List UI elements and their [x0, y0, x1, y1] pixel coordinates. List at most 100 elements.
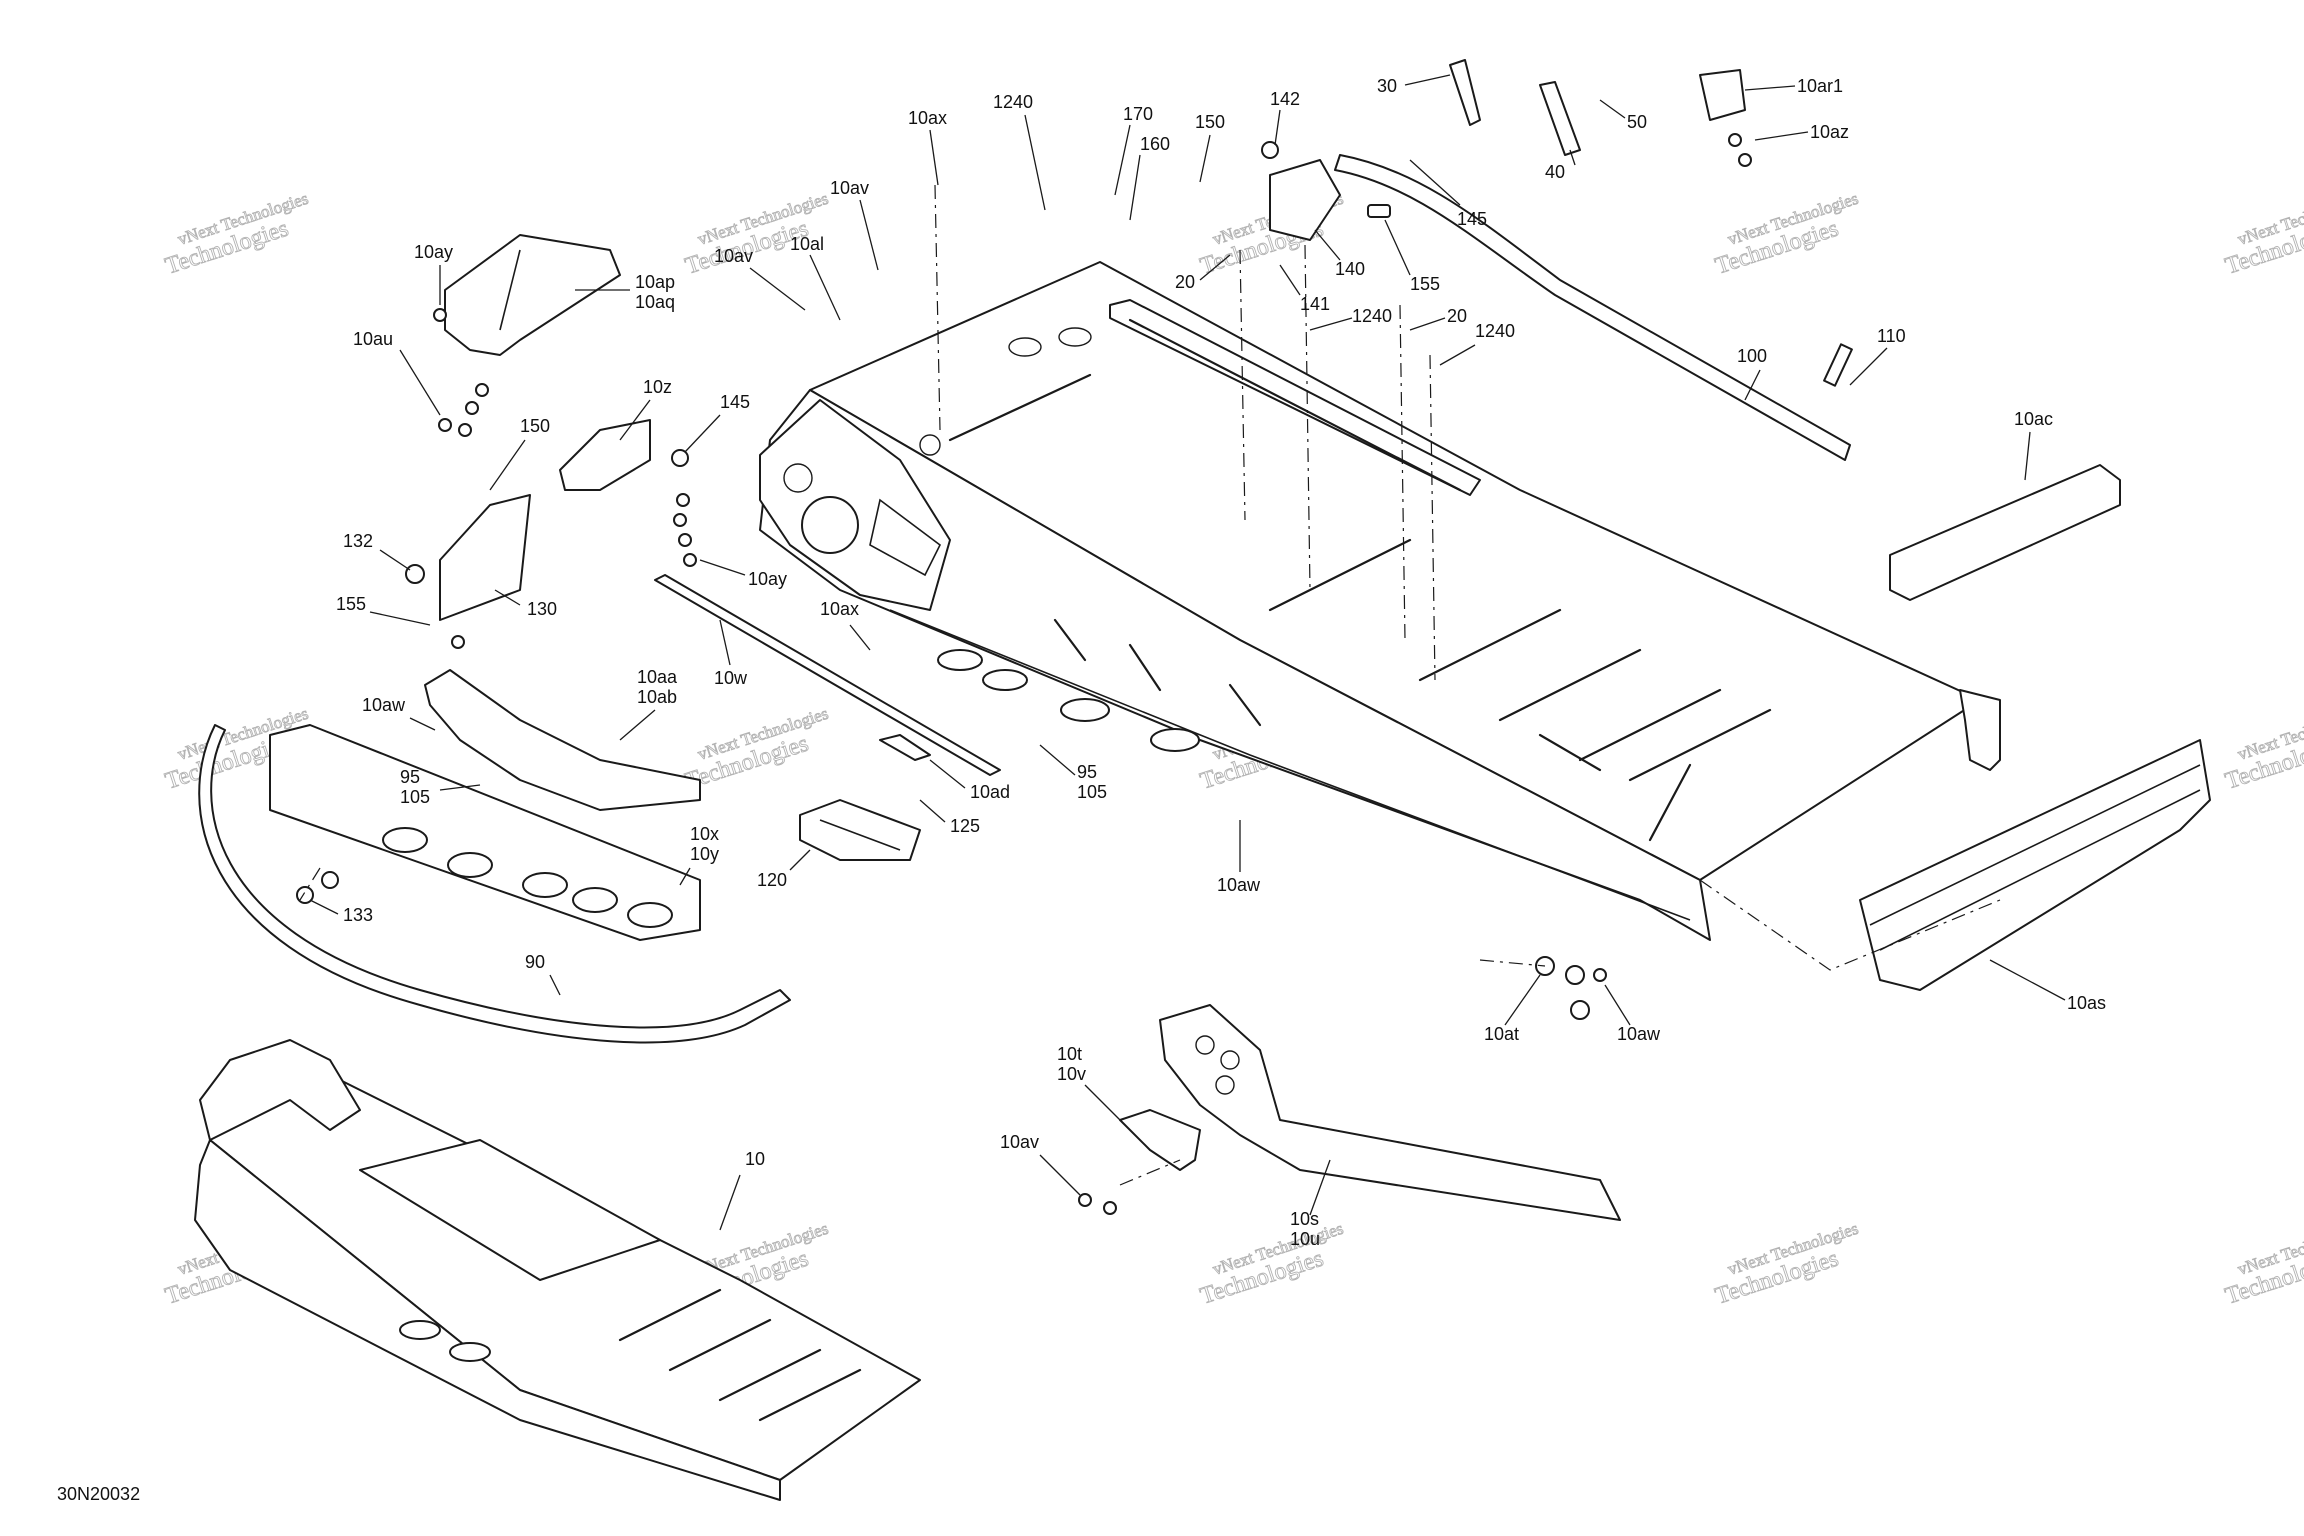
callout-label: 20 [1175, 272, 1195, 292]
callout-label: 10as [2067, 993, 2106, 1013]
step-120 [799, 799, 921, 861]
callout-label: 10ad [970, 782, 1010, 802]
callout-layer: 10ax 1240 170 160 150 142 30 50 40 10ar1… [309, 74, 2106, 1249]
bolt-10au [458, 423, 472, 437]
callout-label: 10s [1290, 1209, 1319, 1229]
clip-10ad [879, 734, 931, 761]
callout-label: 10av [1000, 1132, 1039, 1152]
bolt-10at [1565, 965, 1585, 985]
bolt-10az [1728, 133, 1742, 147]
callout-label: 125 [950, 816, 980, 836]
callout-label: 10ac [2014, 409, 2053, 429]
deck-slot [1268, 538, 1412, 612]
callout-label: 132 [343, 531, 373, 551]
side-wall-cutout [1150, 728, 1200, 752]
bolt-145-left [671, 449, 689, 467]
tunnel-side-wall [759, 389, 1711, 941]
watermark: vNext Technologies Technologies [2222, 1218, 2304, 1310]
bracket-10ap [444, 234, 621, 356]
callout-label: 10z [643, 377, 672, 397]
side-wall-cutout [982, 669, 1028, 691]
watermark: vNext Technologies Technologies [162, 188, 311, 280]
callout-label: 10ax [908, 108, 947, 128]
plate-10x [269, 724, 701, 941]
callout-label: 10ay [748, 569, 787, 589]
side-rail-10s [1159, 1004, 1621, 1221]
assembled-tunnel-side [194, 1139, 781, 1501]
watermark: vNext Technologies Technologies [1712, 1218, 1861, 1310]
callout-label: 10av [830, 178, 869, 198]
callout-label: 10ax [820, 599, 859, 619]
plate-cutout [447, 852, 493, 878]
callout-label: 10aq [635, 292, 675, 312]
bolt-10at [1570, 1000, 1590, 1020]
plate-cutout [522, 872, 568, 898]
bar-100 [1334, 154, 1851, 461]
callout-label: 1240 [1475, 321, 1515, 341]
assembled-front-loop [199, 1039, 361, 1141]
rail-10ac [1889, 464, 2121, 601]
callout-label: 130 [527, 599, 557, 619]
watermark: vNext Technologies Technologies [2222, 188, 2304, 280]
assembly-lines [299, 184, 2001, 1186]
callout-label: 10ab [637, 687, 677, 707]
callout-label: 133 [343, 905, 373, 925]
callout-label: 140 [1335, 259, 1365, 279]
callout-label: 10 [745, 1149, 765, 1169]
callout-label: 10aw [1617, 1024, 1661, 1044]
assembled-view-10 [194, 1039, 921, 1501]
deck-hole [1008, 337, 1042, 357]
callout-label: 105 [400, 787, 430, 807]
upper-small-parts [198, 59, 2211, 1044]
callout-label: 150 [1195, 112, 1225, 132]
callout-label: 142 [1270, 89, 1300, 109]
figure-id: 30N20032 [57, 1484, 140, 1504]
plate-cutout [572, 887, 618, 913]
callout-label: 170 [1123, 104, 1153, 124]
callout-label: 155 [336, 594, 366, 614]
deck-slot [948, 373, 1092, 442]
callout-label: 10au [353, 329, 393, 349]
callout-label: 95 [400, 767, 420, 787]
callout-label: 105 [1077, 782, 1107, 802]
bolt-10au [465, 401, 479, 415]
bolt-133 [321, 871, 339, 889]
callout-label: 145 [720, 392, 750, 412]
callout-label: 90 [525, 952, 545, 972]
callout-label: 10y [690, 844, 719, 864]
callout-label: 10aw [1217, 875, 1261, 895]
bolt-10ay [433, 308, 447, 322]
tunnel-rail-front [1109, 299, 1481, 496]
deck-slot [1628, 708, 1772, 782]
deck-hole [919, 434, 941, 456]
deck-slot [1538, 733, 1602, 772]
bolt-10az [1738, 153, 1752, 167]
bracket-30 [1449, 59, 1481, 126]
callout-label: 10v [1057, 1064, 1086, 1084]
bracket-140 [1269, 159, 1341, 241]
bolt-10ay [673, 513, 687, 527]
callout-label: 100 [1737, 346, 1767, 366]
callout-label: 10ay [414, 242, 453, 262]
callout-label: 110 [1877, 326, 1906, 346]
assembled-battery-tray [359, 1139, 661, 1281]
bolt-10ay [683, 553, 697, 567]
watermark: vNext Technologies Technologies [1712, 188, 1861, 280]
callout-label: 120 [757, 870, 787, 890]
tunnel-lower-lip [889, 609, 1691, 921]
nut-132 [405, 564, 425, 584]
bracket-10z [559, 419, 651, 491]
callout-label: 30 [1377, 76, 1397, 96]
deck-slot [1498, 648, 1642, 722]
callout-label: 141 [1300, 294, 1330, 314]
front-plate-hole [801, 496, 859, 554]
bolt-10au [438, 418, 452, 432]
deck-slot [1578, 688, 1722, 762]
nut-10aw [1593, 968, 1607, 982]
callout-label: 10ap [635, 272, 675, 292]
side-wall-cutout [1060, 698, 1110, 722]
bolt-10ay [676, 493, 690, 507]
callout-label: 10aw [362, 695, 406, 715]
strip-10w [654, 574, 1001, 776]
callout-label: 10al [790, 234, 824, 254]
